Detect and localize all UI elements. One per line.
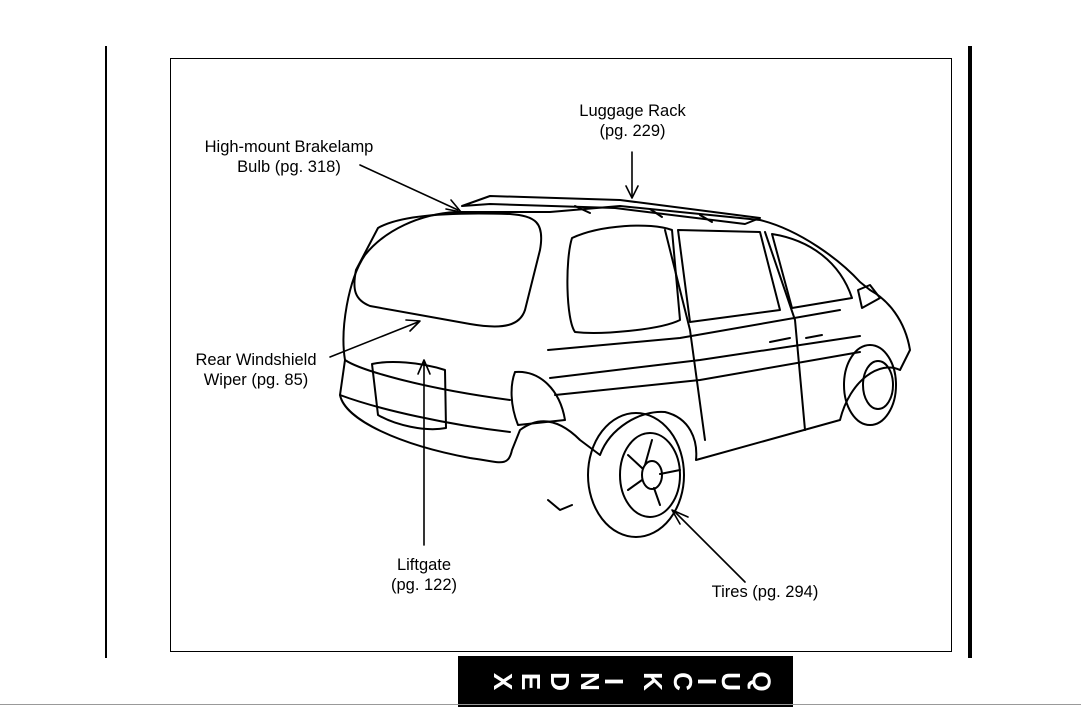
side-window-rear	[567, 226, 680, 333]
bottom-rule	[0, 704, 1081, 705]
tab-letter: X	[487, 673, 518, 690]
liftgate-page: (pg. 122)	[374, 575, 474, 595]
rear-window	[354, 213, 541, 326]
rear-wheel	[588, 413, 684, 537]
brakelamp-page: Bulb (pg. 318)	[188, 157, 390, 177]
wiper-callout: Rear Windshield Wiper (pg. 85)	[183, 350, 329, 390]
tab-letter: E	[515, 673, 546, 690]
tab-letter: I	[598, 678, 629, 685]
tab-letter: U	[715, 672, 746, 691]
liftgate-callout: Liftgate (pg. 122)	[374, 555, 474, 595]
tires-label: Tires (pg. 294)	[700, 582, 830, 602]
wiper-page: Wiper (pg. 85)	[183, 370, 329, 390]
brakelamp-callout: High-mount Brakelamp Bulb (pg. 318)	[188, 137, 390, 177]
liftgate-label: Liftgate	[374, 555, 474, 575]
luggage-rack-drawing	[462, 196, 760, 224]
tires-callout: Tires (pg. 294)	[700, 582, 830, 602]
luggage-rack-label: Luggage Rack	[560, 101, 705, 121]
brakelamp-label: High-mount Brakelamp	[188, 137, 390, 157]
liftgate-plate	[372, 362, 446, 429]
tab-letter: D	[544, 672, 575, 691]
tab-letter: Q	[745, 671, 776, 691]
luggage-rack-callout: Luggage Rack (pg. 229)	[560, 101, 705, 141]
luggage-rack-page: (pg. 229)	[560, 121, 705, 141]
taillight	[512, 372, 565, 425]
tab-letter: K	[637, 672, 668, 691]
side-window-front	[772, 234, 852, 308]
side-window-middle	[678, 230, 780, 322]
tires-leader	[675, 512, 745, 582]
van-body-outline	[340, 206, 910, 462]
wiper-label: Rear Windshield	[183, 350, 329, 370]
front-wheel	[844, 345, 896, 425]
